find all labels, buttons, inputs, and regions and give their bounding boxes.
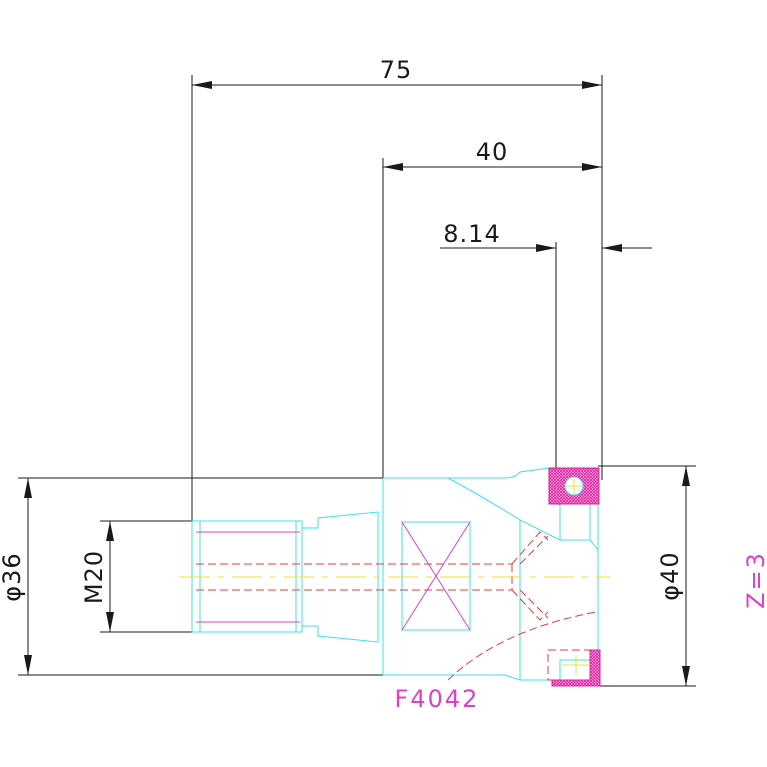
insert-bottom [551, 649, 601, 687]
dim-814-text: 8.14 [443, 220, 500, 248]
hidden-lines [196, 531, 597, 681]
thread-lines [196, 531, 300, 623]
dim-d40-text: φ40 [656, 551, 684, 600]
dim-m20-text: M20 [80, 550, 108, 604]
dimension-arrows [24, 81, 690, 686]
dim-d36-text: φ36 [0, 552, 26, 601]
dim-75-text: 75 [380, 56, 413, 84]
teeth-note: Z=3 [742, 551, 767, 609]
part-number: F4042 [395, 685, 480, 713]
wrench-flat-cross [401, 521, 471, 631]
dim-40-text: 40 [476, 138, 509, 166]
insert-top [548, 467, 600, 505]
